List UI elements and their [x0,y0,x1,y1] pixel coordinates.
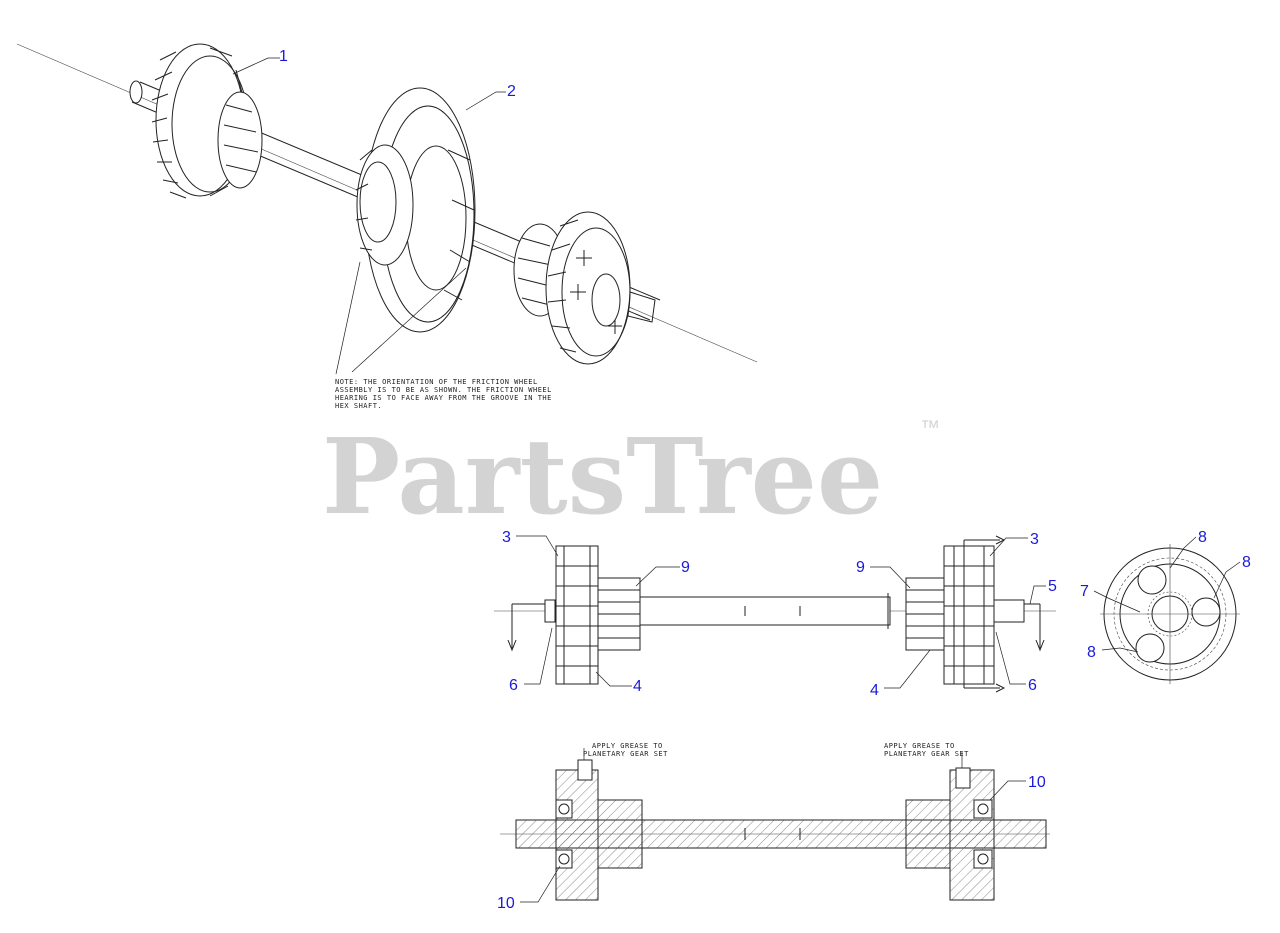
iso-shaft-end-left [129,80,143,104]
callout-9-right-leader [870,566,911,589]
callout-6-left: 6 [509,677,518,694]
callout-10-left-leader [520,865,561,903]
callout-3-right-leader [989,537,1028,557]
planetary-gear-view: 8 8 7 8 [1080,529,1251,684]
iso-friction-wheel [355,87,476,333]
watermark-brand: PartsTree [322,415,883,538]
callout-10-left: 10 [497,895,515,912]
side-shaft-end-right [993,599,1025,623]
callout-1: 1 [279,48,288,65]
callout-2: 2 [507,83,516,100]
svg-text:APPLY GREASE TO: APPLY GREASE TO [884,742,955,750]
isometric-view: NOTE: THE ORIENTATION OF THE FRICTION WH… [16,43,758,410]
bearing-left-top [555,799,573,819]
callout-6-left-leader [524,627,553,685]
callout-8-top-leader [1169,536,1197,569]
side-gear-wheel-left [555,545,599,685]
side-view: 3 9 6 4 9 3 5 4 6 [494,529,1057,699]
bearing-left-bottom [555,849,573,869]
bearing-right-bottom [973,849,993,869]
callout-1-leader [232,57,280,75]
grease-note-right: APPLY GREASE TO PLANETARY GEAR SET [884,742,969,758]
watermark: PartsTree ™ [322,415,940,538]
callout-9-right: 9 [856,559,865,576]
grease-note-left: APPLY GREASE TO PLANETARY GEAR SET [583,742,668,758]
note-line-4: HEX SHAFT. [335,402,382,410]
grease-fitting-right [955,767,971,789]
planet-gear-bottom [1135,633,1165,663]
callout-9-left: 9 [681,559,690,576]
section-pinion-left [597,799,643,869]
grease-fitting-left [577,759,593,781]
callout-6-right: 6 [1028,677,1037,694]
callout-2-leader [465,91,506,111]
callout-5-leader [1029,585,1046,605]
iso-orientation-note: NOTE: THE ORIENTATION OF THE FRICTION WH… [335,378,552,410]
callout-4-left-leader [595,671,632,687]
note-line-3: HEARING IS TO FACE AWAY FROM THE GROOVE … [335,394,552,402]
callout-8-bottom: 8 [1087,644,1096,661]
callout-6-right-leader [995,631,1026,685]
note-line-2: ASSEMBLY IS TO BE AS SHOWN. THE FRICTION… [335,386,552,394]
svg-text:APPLY GREASE TO: APPLY GREASE TO [592,742,663,750]
svg-text:PLANETARY GEAR SET: PLANETARY GEAR SET [583,750,668,758]
callout-3-left: 3 [502,529,511,546]
section-gear-left [555,769,599,901]
side-gear-wheel-right [943,545,995,685]
section-gear-right [949,769,995,901]
callout-4-right: 4 [870,682,879,699]
section-pinion-right [905,799,951,869]
side-shaft-end-left [544,599,556,623]
note-line-1: NOTE: THE ORIENTATION OF THE FRICTION WH… [335,378,538,386]
iso-note-leaders [335,261,467,375]
side-shaft [639,596,891,626]
section-view: APPLY GREASE TO PLANETARY GEAR SET APPLY… [497,742,1050,912]
watermark-trademark: ™ [920,417,940,439]
callout-10-right: 10 [1028,774,1046,791]
callout-4-right-leader [884,649,931,689]
callout-7: 7 [1080,583,1089,600]
callout-4-left: 4 [633,678,642,695]
callout-8-right-leader [1213,561,1241,599]
svg-text:PLANETARY GEAR SET: PLANETARY GEAR SET [884,750,969,758]
callout-8-bottom-leader [1101,647,1139,653]
callout-10-right-leader [989,780,1026,801]
iso-gear-wheel-left [151,43,263,199]
planet-gear-right [1191,597,1221,627]
callout-8-right: 8 [1242,554,1251,571]
bearing-right-top [973,799,993,819]
callout-5: 5 [1048,578,1057,595]
callout-7-leader [1093,590,1141,613]
planet-gear-top [1137,565,1167,595]
callout-9-left-leader [635,566,680,587]
callout-8-top: 8 [1198,529,1207,546]
callout-3-right: 3 [1030,531,1039,548]
callout-3-left-leader [516,535,559,557]
iso-gear-wheel-right [513,211,631,365]
